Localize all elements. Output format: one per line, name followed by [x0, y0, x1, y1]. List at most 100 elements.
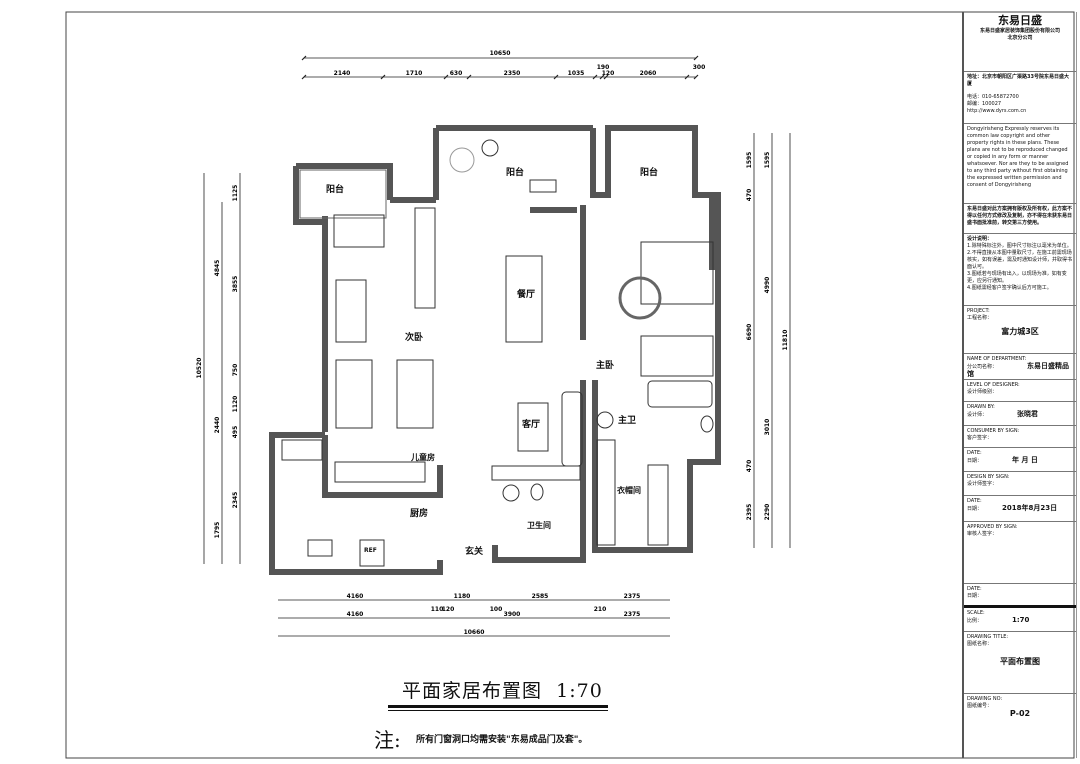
bottom-dimensions: 4160 120 1180 100 2585 2375 4160 110 390…: [278, 593, 670, 637]
dim-bottom: 210: [594, 606, 607, 613]
department-cell: NAME OF DEPARTMENT: 分公司名称：东易日盛精品馆: [964, 354, 1076, 380]
approved-cell: APPROVED BY SIGN: 审核人签字：: [964, 522, 1076, 584]
dim-right: 1595: [746, 152, 753, 169]
drawing-title-text: 平面家居布置图: [402, 680, 543, 702]
left-dimensions: 10520 4845 2440 1795 1125 3855 750 1120 …: [196, 173, 241, 564]
bed-kids-left: [335, 359, 373, 429]
drawn-label-en: DRAWN BY:: [967, 404, 995, 410]
room-labels: 阳台 阳台 阳台 次卧 餐厅 客厅 儿童房 厨房 卫生间 玄关 主卧 主卫 衣帽…: [326, 166, 658, 557]
level-label-en: LEVEL OF DESIGNER:: [967, 382, 1020, 388]
dim-top: 190: [597, 64, 610, 71]
design-notes-label: 设计说明：: [967, 236, 993, 242]
drawing-title-label-cn: 图纸名称：: [967, 641, 993, 647]
project-cell: PROJECT: 工程名称： 富力城3区: [964, 306, 1076, 354]
dim-left: 2345: [232, 492, 239, 509]
dim-top: 2350: [504, 70, 521, 77]
toilet: [530, 483, 544, 501]
title-block: 东易日盛 东易日盛家居装饰集团股份有限公司 北京分公司 地址：北京市朝阳区广渠路…: [962, 12, 1077, 758]
website: http://www.dyrs.com.cn: [967, 108, 1027, 114]
dim-bottom: 120: [442, 606, 455, 613]
room-label-kids-room: 儿童房: [410, 452, 435, 462]
date2-cell: DATE: 日期：2018年8月23日: [964, 496, 1076, 522]
dim-right: 1595: [764, 152, 771, 169]
dim-right: 2290: [764, 504, 771, 521]
drawing-title-label-en: DRAWING TITLE:: [967, 634, 1009, 640]
scale-cell: SCALE: 比例：1:70: [964, 608, 1076, 632]
dim-bottom: 100: [490, 606, 503, 613]
dim-top: 120: [602, 70, 615, 77]
dim-top: 1035: [568, 70, 585, 77]
project-value: 富力城3区: [1001, 327, 1039, 336]
room-label-balcony-right: 阳台: [640, 166, 658, 178]
room-label-living: 客厅: [521, 418, 540, 430]
dim-bottom: 2375: [624, 611, 641, 618]
dim-left: 1120: [232, 396, 239, 413]
design-sign-cell: DESIGN BY SIGN: 设计师签字：: [964, 472, 1076, 496]
drawing-scale: 1:70: [556, 680, 603, 702]
contact-block: 地址：北京市朝阳区广渠路33号院东易日盛大厦 电话：010-65872700 邮…: [964, 72, 1076, 124]
closet-cabinet-right: [647, 464, 669, 546]
date1-label-en: DATE:: [967, 450, 982, 456]
bed-second-bedroom: [335, 279, 367, 343]
bed-master: [640, 241, 714, 305]
date3-label-cn: 日期：: [967, 593, 983, 599]
room-label-closet: 衣帽间: [617, 485, 641, 495]
dim-bottom: 4160: [347, 593, 364, 600]
date1-cell: DATE: 日期：年 月 日: [964, 448, 1076, 472]
dim-top: 1710: [406, 70, 423, 77]
stove: [307, 539, 333, 557]
copyright-en: Dongyirisheng Expressly reserves its com…: [964, 124, 1076, 204]
sink: [502, 484, 520, 502]
room-label-dining: 餐厅: [516, 288, 535, 300]
round-rug: [618, 276, 662, 320]
dim-bottom: 2585: [532, 593, 549, 600]
walls: [269, 125, 721, 575]
room-label-master-bath: 主卫: [618, 414, 636, 426]
company-name: 东易日盛: [998, 14, 1042, 27]
wardrobe-kids: [334, 461, 426, 483]
room-label-entrance: 玄关: [465, 545, 483, 557]
dim-right: 6690: [746, 324, 753, 341]
furniture: [281, 139, 714, 567]
dim-left: 3855: [232, 276, 239, 293]
department-value: 东易日盛精品馆: [967, 362, 1070, 378]
consumer-label-cn: 客户签字：: [967, 435, 993, 441]
lounge-chair: [481, 139, 499, 157]
dim-left: 1125: [232, 185, 239, 202]
room-label-balcony-left: 阳台: [326, 183, 344, 195]
design-notes: 设计说明： 1.除特殊标注外，图中尺寸标注以毫米为单位。 2.不得直接从本图中量…: [964, 234, 1076, 306]
approved-label-cn: 审核人签字：: [967, 531, 998, 537]
room-label-master-bedroom: 主卧: [596, 359, 614, 371]
dim-bottom: 3900: [504, 611, 521, 618]
closet-cabinet-left: [596, 439, 616, 546]
drawing-no-label-cn: 图纸编号：: [967, 703, 993, 709]
company-sub1: 东易日盛家居装饰集团股份有限公司: [979, 28, 1060, 34]
postcode: 邮编：100027: [967, 101, 1002, 107]
date2-value: 2018年8月23日: [1002, 504, 1058, 512]
bathtub: [647, 380, 713, 408]
title-underline: [388, 705, 608, 711]
address: 地址：北京市朝阳区广渠路33号院东易日盛大厦: [967, 74, 1069, 87]
dim-left: 4845: [214, 260, 221, 277]
department-label-en: NAME OF DEPARTMENT:: [967, 356, 1027, 362]
company-block: 东易日盛 东易日盛家居装饰集团股份有限公司 北京分公司: [964, 12, 1076, 72]
phone: 电话：010-65872700: [967, 94, 1019, 100]
dim-right: 4990: [764, 277, 771, 294]
dim-bottom: 2375: [624, 593, 641, 600]
dim-bottom: 4160: [347, 611, 364, 618]
sheet-border: [65, 11, 1075, 759]
project-label-en: PROJECT:: [967, 308, 990, 314]
design-sign-label-cn: 设计师签字：: [967, 481, 998, 487]
dim-left: 495: [232, 426, 239, 439]
consumer-label-en: CONSUMER BY SIGN:: [967, 428, 1020, 434]
dim-top: 2060: [640, 70, 657, 77]
coffee-table: [517, 402, 549, 452]
desk: [333, 214, 385, 248]
design-sign-label-en: DESIGN BY SIGN:: [967, 474, 1010, 480]
top-dimensions: 10650 2140 1710 630 2350 1035 190 120 20…: [301, 50, 705, 80]
room-label-balcony-center: 阳台: [506, 166, 524, 178]
fridge-label: REF: [364, 547, 377, 554]
scale-label-cn: 比例：: [967, 618, 983, 624]
dim-left-total: 10520: [196, 358, 203, 379]
